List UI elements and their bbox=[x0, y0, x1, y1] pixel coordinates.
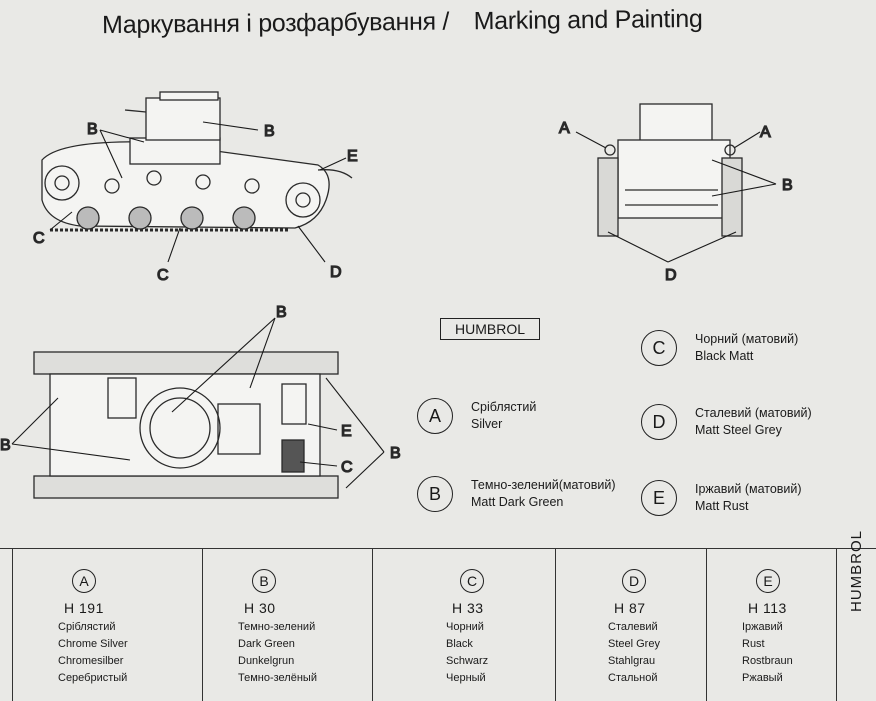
paint-code: H 33 bbox=[452, 600, 484, 616]
tank-drawings: B B E C C D A A B D B B E C bbox=[0, 91, 793, 499]
callout-front-b: B bbox=[782, 177, 793, 194]
paint-name: Сріблястий bbox=[58, 621, 116, 633]
paint-name: Стальной bbox=[608, 672, 658, 684]
paint-name: Chromesilber bbox=[58, 655, 124, 667]
paint-name: Dark Green bbox=[238, 638, 295, 650]
legend-b-line2: Matt Dark Green bbox=[471, 495, 564, 509]
paint-letter: C bbox=[460, 569, 484, 593]
table-divider bbox=[202, 549, 203, 701]
paint-code: H 191 bbox=[64, 600, 104, 616]
paint-name: Rostbraun bbox=[742, 655, 793, 667]
paint-name: Stahlgrau bbox=[608, 655, 656, 667]
legend-item-c: C Чорний (матовий) Black Matt bbox=[641, 330, 798, 366]
legend-d-line1: Сталевий (матовий) bbox=[695, 406, 812, 420]
callout-side-d: D bbox=[330, 264, 342, 281]
legend-item-e: E Іржавий (матовий) Matt Rust bbox=[641, 480, 802, 516]
legend-e-line1: Іржавий (матовий) bbox=[695, 482, 802, 496]
paint-name: Серебристый bbox=[58, 672, 128, 684]
humbrol-vertical-label: HUMBROL bbox=[848, 529, 865, 612]
legend-a-line1: Сріблястий bbox=[471, 400, 537, 414]
paint-letter: A bbox=[72, 569, 96, 593]
callout-front-d: D bbox=[665, 267, 677, 284]
legend-b-line1: Темно-зелений(матовий) bbox=[471, 478, 616, 492]
callout-top-c: C bbox=[341, 459, 353, 476]
paint-letter: E bbox=[756, 569, 780, 593]
callout-top-b1: B bbox=[276, 304, 287, 321]
paint-letter: D bbox=[622, 569, 646, 593]
callout-side-e: E bbox=[347, 148, 358, 165]
legend-circle-e: E bbox=[641, 480, 677, 516]
humbrol-label: HUMBROL bbox=[440, 318, 540, 340]
paint-name: Ржавый bbox=[742, 672, 783, 684]
legend-d-line2: Matt Steel Grey bbox=[695, 423, 782, 437]
callout-side-b1: B bbox=[87, 121, 98, 138]
callout-side-c2: C bbox=[157, 267, 169, 284]
callout-side-b2: B bbox=[264, 123, 275, 140]
callout-front-a1: A bbox=[559, 120, 570, 137]
paint-name: Темно-зелений bbox=[238, 621, 316, 633]
paint-name: Іржавий bbox=[742, 621, 783, 633]
paint-name: Сталевий bbox=[608, 621, 658, 633]
legend-e-line2: Matt Rust bbox=[695, 499, 749, 513]
legend-c-line2: Black Matt bbox=[695, 349, 754, 363]
legend-circle-c: C bbox=[641, 330, 677, 366]
legend-c-line1: Чорний (матовий) bbox=[695, 332, 799, 346]
legend-a-line2: Silver bbox=[471, 417, 503, 431]
paint-code: H 113 bbox=[748, 600, 787, 616]
tank-top-view bbox=[33, 351, 339, 499]
legend-item-b: B Темно-зелений(матовий) Matt Dark Green bbox=[417, 476, 615, 512]
callout-side-c1: C bbox=[33, 230, 45, 247]
paint-name: Dunkelgrun bbox=[238, 655, 295, 667]
callout-top-b3: B bbox=[390, 445, 401, 462]
paint-name: Steel Grey bbox=[608, 638, 660, 650]
callout-top-e: E bbox=[341, 423, 352, 440]
callout-front-a2: A bbox=[760, 124, 771, 141]
callout-top-b2: B bbox=[0, 437, 11, 454]
legend-circle-d: D bbox=[641, 404, 677, 440]
paint-name: Черный bbox=[446, 672, 486, 684]
paint-name: Темно-зелёный bbox=[238, 672, 317, 684]
legend-circle-a: A bbox=[417, 398, 453, 434]
table-divider bbox=[836, 549, 837, 701]
paint-name: Black bbox=[446, 638, 473, 650]
paint-code: H 87 bbox=[614, 600, 646, 616]
paint-name: Rust bbox=[742, 638, 765, 650]
table-divider bbox=[12, 549, 13, 701]
paint-letter: B bbox=[252, 569, 276, 593]
table-divider bbox=[706, 549, 707, 701]
paint-name: Chrome Silver bbox=[58, 638, 128, 650]
paint-code: H 30 bbox=[244, 600, 276, 616]
tank-front-view bbox=[597, 103, 743, 237]
legend-item-d: D Сталевий (матовий) Matt Steel Grey bbox=[641, 404, 812, 440]
table-divider bbox=[555, 549, 556, 701]
tank-side-view bbox=[41, 91, 353, 232]
legend-circle-b: B bbox=[417, 476, 453, 512]
paint-name: Чорний bbox=[446, 621, 484, 633]
table-divider bbox=[372, 549, 373, 701]
paint-name: Schwarz bbox=[446, 655, 489, 667]
